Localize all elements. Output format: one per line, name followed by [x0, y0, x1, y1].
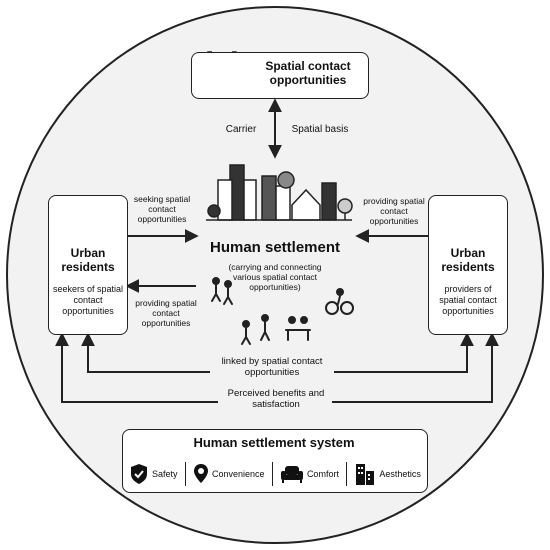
right-residents-title: Urban residents — [441, 246, 495, 275]
human-settlement-subtitle: (carrying and connecting various spatial… — [228, 262, 322, 293]
benefits-label: Perceived benefits and satisfaction — [227, 388, 325, 411]
people-illustration — [211, 277, 354, 345]
providing-right-label: providing spatial contact opportunities — [363, 196, 425, 227]
system-item-label: Comfort — [306, 469, 339, 479]
spatial-basis-label: Spatial basis — [291, 124, 349, 135]
divider — [184, 462, 186, 486]
settlement-system-box: Human settlement system Safety Convenien… — [122, 429, 428, 493]
providing-left-label: providing spatial contact opportunities — [135, 298, 197, 329]
location-pin-icon — [193, 464, 208, 483]
settlement-system-title: Human settlement system — [193, 435, 355, 450]
shield-check-icon — [131, 464, 147, 484]
benefits-left-line — [55, 332, 218, 403]
system-item-label: Aesthetics — [379, 469, 421, 479]
system-item-convenience: Convenience — [193, 463, 265, 485]
left-residents-subtitle: seekers of spatial contact opportunities — [52, 284, 124, 316]
spatial-contact-box: Spatial contact opportunities — [191, 52, 369, 99]
carrier-label: Carrier — [225, 124, 257, 135]
divider — [346, 462, 348, 486]
spatial-contact-title: Spatial contact opportunities — [265, 59, 351, 88]
benefits-right-line — [332, 332, 499, 403]
right-residents-panel: Urban residents providers of spatial con… — [428, 195, 508, 335]
system-item-label: Convenience — [211, 469, 265, 479]
outer-circle — [6, 6, 544, 544]
linked-right-line — [334, 332, 474, 373]
system-items: Safety Convenience Comfort Aesthetics — [129, 460, 421, 488]
linked-label: linked by spatial contact opportunities — [221, 356, 323, 379]
system-item-comfort: Comfort — [280, 464, 339, 484]
seeking-label: seeking spatial contact opportunities — [133, 194, 191, 225]
armchair-icon — [280, 466, 303, 483]
linked-left-line — [81, 332, 210, 373]
system-item-safety: Safety — [129, 463, 178, 485]
city-illustration — [206, 164, 353, 221]
left-residents-title: Urban residents — [61, 246, 115, 275]
system-item-label: Safety — [152, 469, 178, 479]
human-settlement-title: Human settlement — [209, 239, 341, 256]
left-residents-panel: Urban residents seekers of spatial conta… — [48, 195, 128, 335]
right-residents-subtitle: providers of spatial contact opportuniti… — [439, 284, 497, 316]
divider — [271, 462, 273, 486]
system-item-aesthetics: Aesthetics — [354, 462, 421, 486]
buildings-icon — [356, 464, 375, 485]
